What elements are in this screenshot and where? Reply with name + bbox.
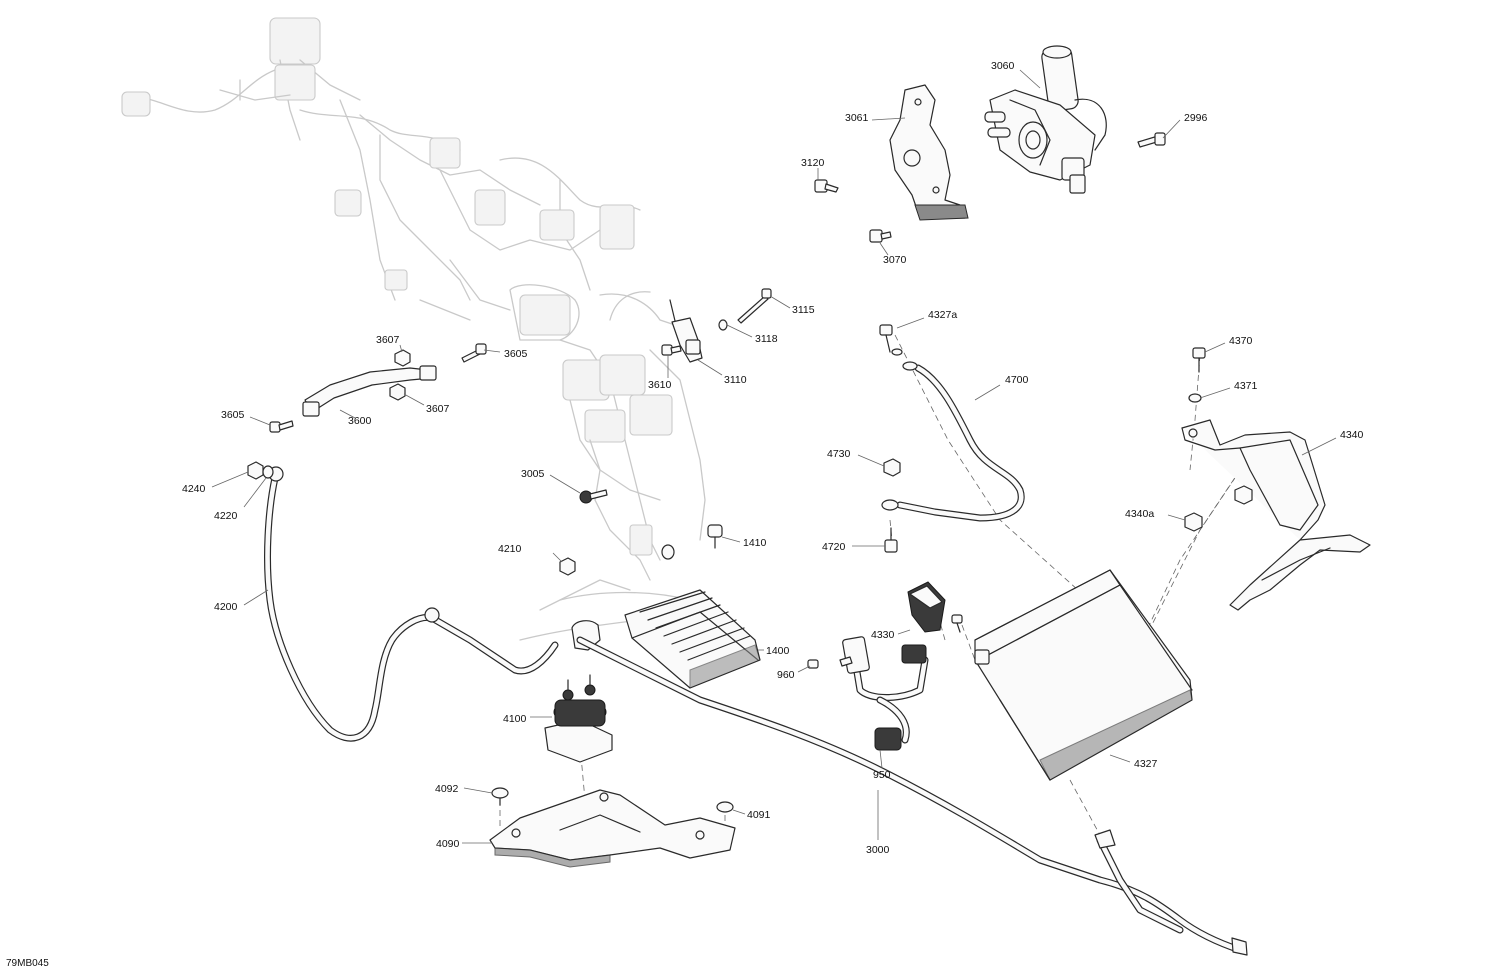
switch-3110 bbox=[669, 299, 703, 363]
voltage-regulator-1400 bbox=[571, 589, 761, 689]
callout-3607-bottom: 3607 bbox=[426, 403, 450, 415]
callout-4371: 4371 bbox=[1234, 380, 1258, 392]
callout-4730: 4730 bbox=[827, 448, 851, 460]
bracket-3600 bbox=[302, 365, 437, 417]
main-harness-3000 bbox=[576, 636, 1248, 956]
washer-4371 bbox=[1188, 393, 1202, 403]
callout-3605-right: 3605 bbox=[504, 348, 528, 360]
callout-4240: 4240 bbox=[182, 483, 206, 495]
callout-4092: 4092 bbox=[435, 783, 459, 795]
bracket-3061 bbox=[889, 84, 969, 221]
callout-4327a: 4327a bbox=[928, 309, 957, 321]
callout-2996: 2996 bbox=[1184, 112, 1208, 124]
terminal-boot-4330 bbox=[907, 581, 963, 633]
callout-3120: 3120 bbox=[801, 157, 825, 169]
callout-3061: 3061 bbox=[845, 112, 869, 124]
callout-4330: 4330 bbox=[871, 629, 895, 641]
callout-4220: 4220 bbox=[214, 510, 238, 522]
nut-3607-top bbox=[394, 349, 411, 367]
mounting-plate-4090 bbox=[489, 789, 736, 868]
rivet-4092 bbox=[491, 787, 509, 806]
callout-3607-top: 3607 bbox=[376, 334, 400, 346]
rivet-4091 bbox=[716, 801, 734, 813]
cable-4200 bbox=[264, 466, 559, 742]
screw-3610 bbox=[661, 344, 682, 356]
bolt-3605-bottom bbox=[269, 420, 294, 433]
callout-3110: 3110 bbox=[724, 374, 747, 386]
bolt-4720 bbox=[884, 527, 898, 553]
callout-4340a: 4340a bbox=[1125, 508, 1154, 520]
callout-960: 960 bbox=[777, 669, 795, 681]
callout-3118: 3118 bbox=[755, 333, 778, 345]
cable-4700 bbox=[881, 361, 1025, 522]
screw-1410 bbox=[661, 524, 723, 560]
callout-3070: 3070 bbox=[883, 254, 907, 266]
callout-4090: 4090 bbox=[436, 838, 460, 850]
battery-bracket-4340 bbox=[1181, 419, 1371, 611]
washer-3118 bbox=[718, 319, 728, 331]
screw-4327a bbox=[879, 324, 903, 356]
callout-4700: 4700 bbox=[1005, 374, 1029, 386]
bolt-3115 bbox=[737, 288, 772, 324]
screw-4370 bbox=[1192, 347, 1206, 373]
nut-4240 bbox=[247, 461, 264, 480]
bolt-3605-top bbox=[461, 343, 487, 363]
connector-harness-950-960 bbox=[807, 636, 929, 751]
callout-4200: 4200 bbox=[214, 601, 238, 613]
callout-4720: 4720 bbox=[822, 541, 846, 553]
callout-labels: 2996 3060 3061 3120 3070 3115 3118 3110 … bbox=[6, 60, 1364, 969]
callout-3610: 3610 bbox=[648, 379, 672, 391]
screw-3070 bbox=[869, 229, 892, 243]
actuator-motor-3060 bbox=[984, 45, 1107, 194]
callout-1410: 1410 bbox=[743, 537, 767, 549]
callout-4370: 4370 bbox=[1229, 335, 1253, 347]
callout-3600: 3600 bbox=[348, 415, 372, 427]
background-wiring-harness bbox=[121, 17, 721, 641]
screw-2996 bbox=[1137, 132, 1166, 148]
callout-3000: 3000 bbox=[866, 844, 890, 856]
nut-4730 bbox=[883, 458, 901, 477]
callout-3115: 3115 bbox=[792, 304, 815, 316]
screw-3005 bbox=[579, 489, 608, 504]
callout-950: 950 bbox=[873, 769, 891, 781]
solenoid-4100 bbox=[544, 674, 613, 763]
callout-4100: 4100 bbox=[503, 713, 527, 725]
nut-4210 bbox=[559, 557, 576, 576]
callout-4327: 4327 bbox=[1134, 758, 1158, 770]
washer-4220 bbox=[262, 465, 274, 479]
leader-lines bbox=[211, 69, 1337, 844]
callout-3060: 3060 bbox=[991, 60, 1015, 72]
callout-3005: 3005 bbox=[521, 468, 545, 480]
callout-4340: 4340 bbox=[1340, 429, 1364, 441]
callout-4091: 4091 bbox=[747, 809, 771, 821]
battery-4327 bbox=[974, 569, 1193, 781]
nut-4340a bbox=[1184, 485, 1253, 532]
callout-1400: 1400 bbox=[766, 645, 790, 657]
screw-3120 bbox=[814, 179, 839, 193]
callout-4210: 4210 bbox=[498, 543, 522, 555]
nut-3607-bottom bbox=[389, 383, 406, 401]
diagram-code: 79MB045 bbox=[6, 958, 49, 969]
callout-3605-left: 3605 bbox=[221, 409, 245, 421]
